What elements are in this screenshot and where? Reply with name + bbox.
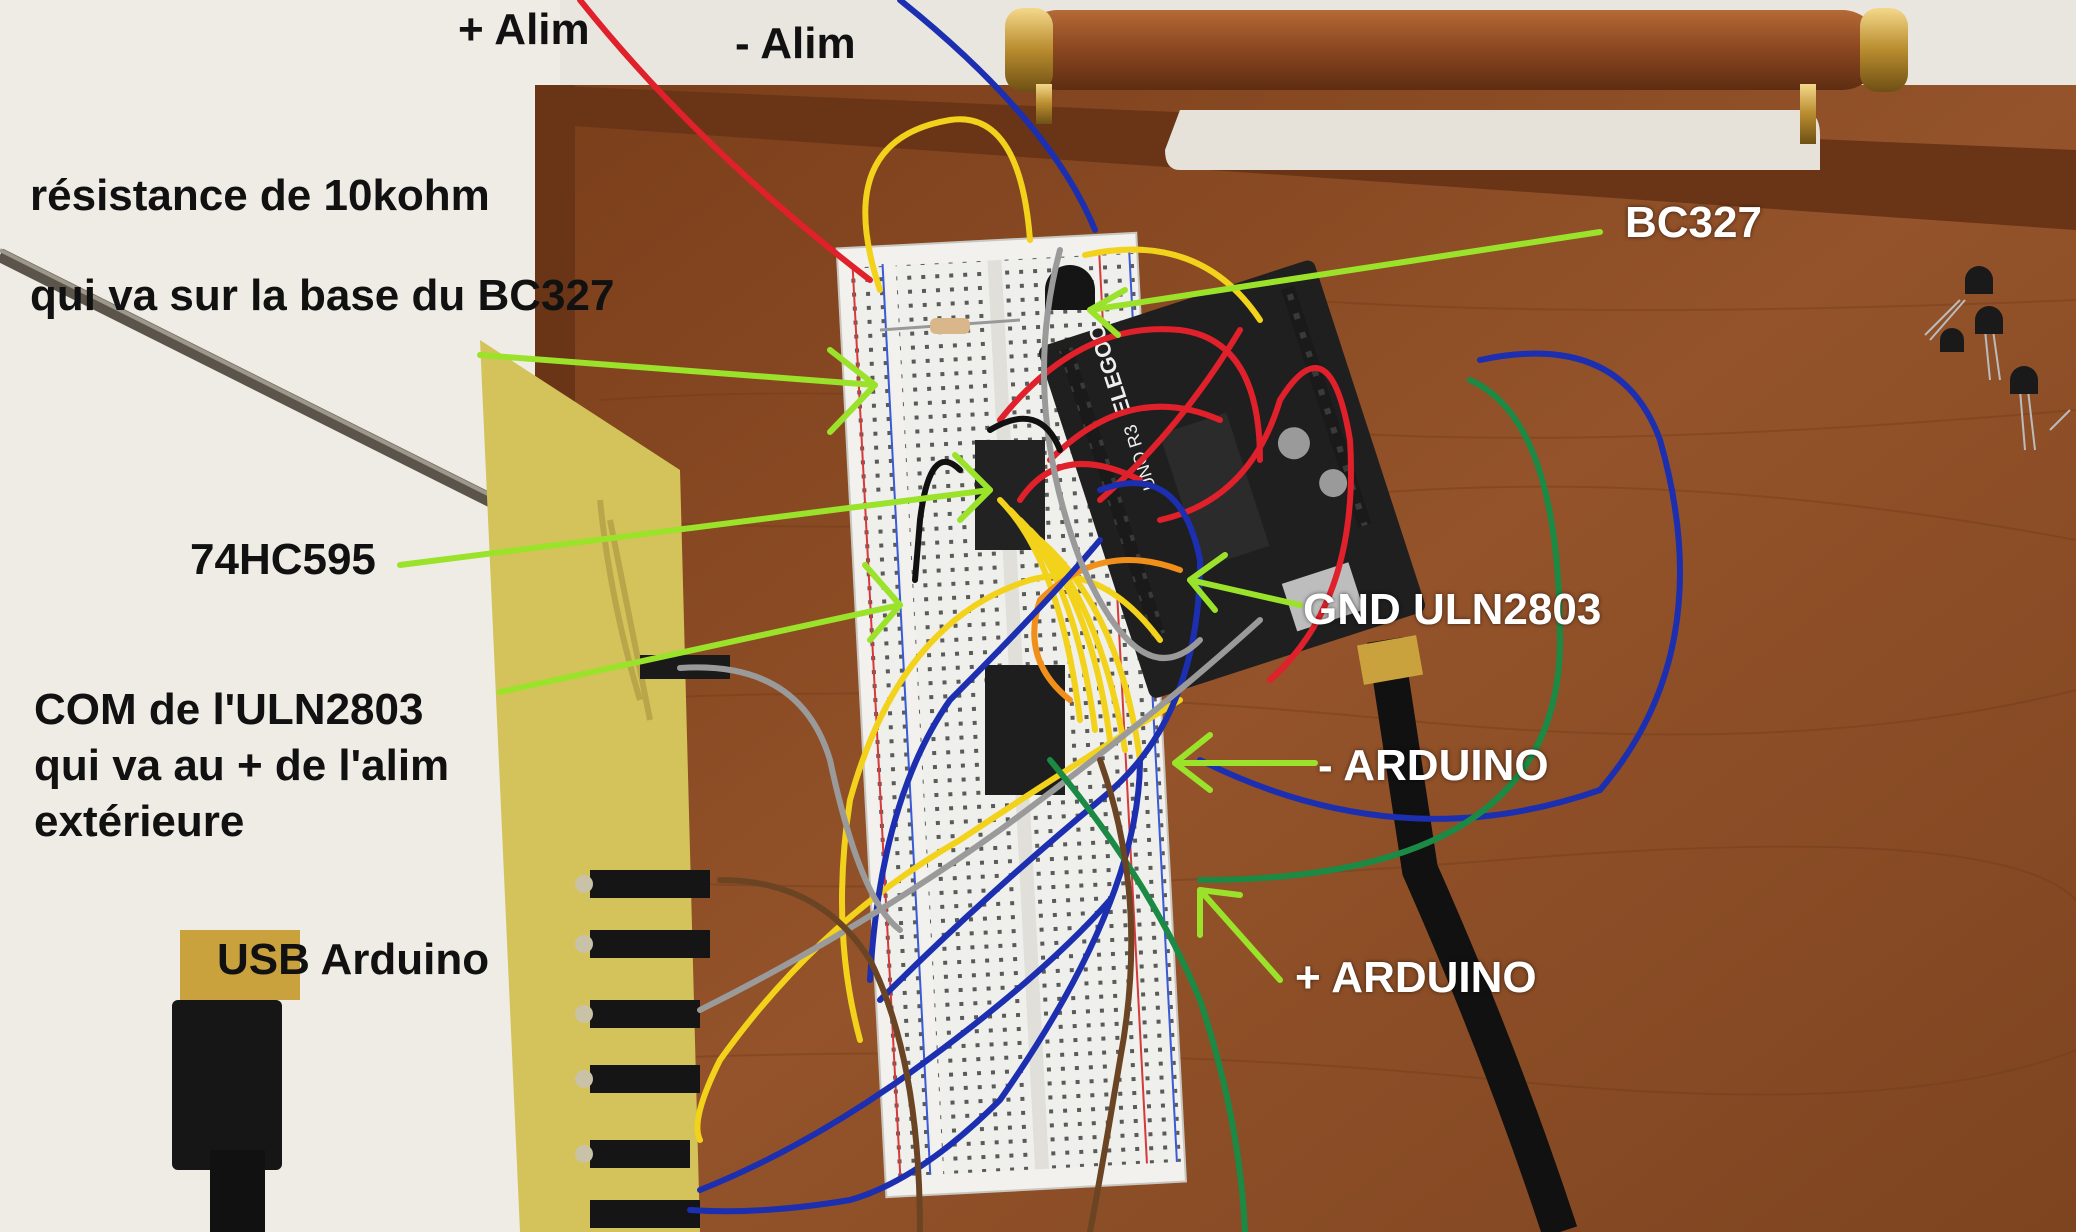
label-74hc595: 74HC595 (190, 535, 376, 584)
label-usb-arduino: USB Arduino (217, 935, 490, 984)
label-plus-alim: + Alim (458, 5, 590, 54)
jumper-wires (577, 0, 1683, 1232)
label-bc327: BC327 (1625, 198, 1762, 247)
usb-plug (172, 930, 300, 1232)
label-resistor-line1: résistance de 10kohm (30, 171, 490, 220)
label-plus-arduino: + ARDUINO (1295, 953, 1537, 1002)
label-com-uln-line2: qui va au + de l'alim (34, 741, 450, 790)
label-minus-alim: - Alim (735, 19, 856, 68)
ic-uln2803 (985, 665, 1065, 795)
label-minus-arduino: - ARDUINO (1318, 741, 1549, 790)
resistor (930, 318, 970, 334)
metal-rod (0, 248, 534, 527)
annotation-arrows (397, 229, 1603, 983)
label-com-uln-line3: extérieure (34, 797, 245, 846)
pin-headers (575, 655, 730, 1228)
label-com-uln-line1: COM de l'ULN2803 (34, 685, 424, 734)
loose-transistors (1924, 266, 2071, 451)
tray-handle (1020, 10, 1880, 90)
label-resistor-line2: qui va sur la base du BC327 (30, 271, 615, 320)
label-gnd-uln2803: GND ULN2803 (1303, 585, 1602, 634)
usb-cable (1367, 637, 1578, 1232)
transistor-bc327 (1045, 265, 1095, 310)
wooden-tray (535, 85, 2076, 1232)
